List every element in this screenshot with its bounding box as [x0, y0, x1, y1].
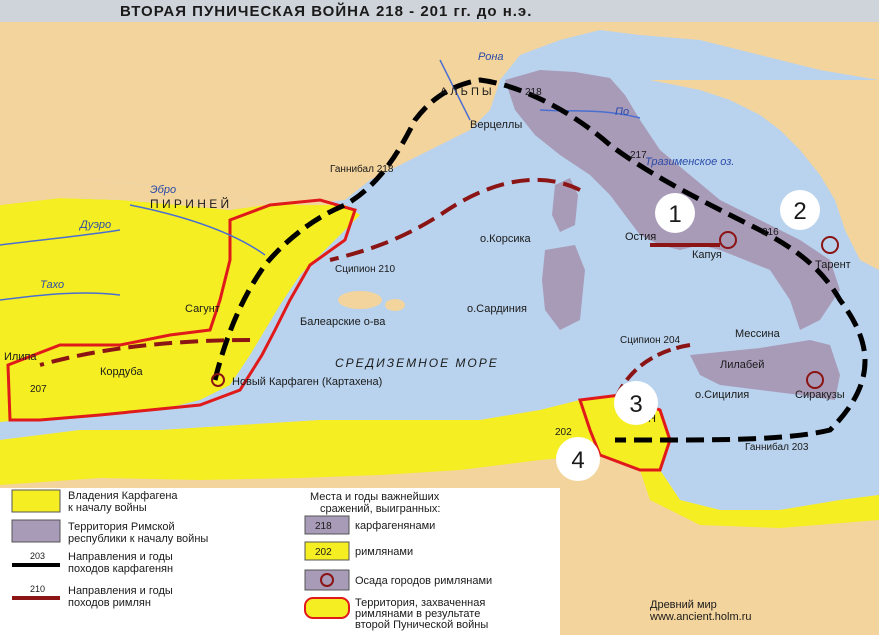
- ostia-label: Остия: [625, 231, 656, 243]
- pyrenees-label: П И Р И Н Е Й: [150, 196, 229, 211]
- legend-siege-swatch: [304, 569, 350, 591]
- legend-captured-line3: второй Пунической войны: [355, 619, 488, 631]
- battle-217-label: 217: [630, 150, 647, 161]
- marker-4: 4: [556, 437, 600, 481]
- battle-216-label: 216: [762, 227, 779, 238]
- legend-battles-header-2: сражений, выигранных:: [320, 503, 440, 515]
- siege-tarentum-icon: [821, 236, 839, 254]
- legend-rome-line2: республики к началу войны: [68, 533, 208, 545]
- legend-carthage-year: 203: [30, 551, 45, 561]
- sardinia-island: [542, 245, 585, 330]
- corduba-label: Кордуба: [100, 366, 143, 378]
- captured-iberia-border: [6, 198, 357, 422]
- roman-iberia-route: [39, 338, 251, 367]
- legend-carthage-route-line2: походов карфагенян: [68, 563, 173, 575]
- ebro-river: [129, 204, 266, 256]
- legend-captured-swatch: [304, 597, 350, 619]
- hannibal-218-label: Ганнибал 218: [330, 163, 394, 175]
- scipio-204-label: Сципион 204: [620, 335, 681, 346]
- legend-siege-text: Осада городов римлянами: [355, 575, 492, 587]
- balkans-land: [650, 80, 879, 270]
- tarentum-label: Тарент: [815, 259, 851, 271]
- duero-label: Дуэро: [78, 219, 111, 231]
- legend-captured-line1: Территория, захваченная: [355, 597, 485, 609]
- siege-syracuse-icon: [806, 371, 824, 389]
- legend-rome-swatch: [11, 519, 61, 543]
- svg-text:2: 2: [793, 198, 806, 225]
- legend-rome-line1: Территория Римской: [68, 521, 175, 533]
- map-title: ВТОРАЯ ПУНИЧЕСКАЯ ВОЙНА 218 - 201 гг. до…: [120, 2, 532, 20]
- credit-line1: Древний мир: [650, 599, 717, 611]
- legend-captured-line2: римлянами в результате: [355, 608, 480, 620]
- ebro-label: Эбро: [150, 184, 176, 196]
- syracuse-label: Сиракузы: [795, 389, 845, 401]
- africa-carthage: [0, 395, 879, 528]
- scipio-210-label: Сципион 210: [335, 264, 396, 275]
- vercellae-label: Верцеллы: [470, 119, 522, 131]
- rhone-river: [439, 59, 471, 121]
- saguntum-label: Сагунт: [185, 303, 220, 315]
- sardinia-label: о.Сардиния: [467, 303, 527, 315]
- legend-carthage-line1: Владения Карфагена: [68, 490, 178, 502]
- battle-202-label: 202: [555, 427, 572, 438]
- lilybaeum-label: Лилабей: [720, 359, 764, 371]
- marker-1: 1: [655, 193, 695, 233]
- legend-battle-carthage-text: карфагенянами: [355, 520, 435, 532]
- credit-line2: www.ancient.holm.ru: [649, 611, 752, 623]
- sicily-island: [690, 340, 840, 400]
- legend-battle-carthage-badge: 218: [315, 521, 332, 532]
- balearic-label: Балеарские о-ва: [300, 316, 386, 328]
- ilipa-label: Илипа: [4, 351, 37, 363]
- legend-carthage-line2: к началу войны: [68, 502, 147, 514]
- iberia-north: [0, 165, 345, 210]
- rhone-label: Рона: [478, 51, 504, 63]
- corsica-island: [552, 178, 578, 232]
- capua-label: Капуя: [692, 249, 722, 261]
- h-mark-label: Н: [648, 413, 656, 425]
- legend-battle-rome-badge: 202: [315, 547, 332, 558]
- new-carthage-icon: [211, 373, 225, 387]
- iberia-carthage: [0, 198, 360, 422]
- legend-siege-icon: [320, 573, 334, 587]
- sicily-label: о.Сицилия: [695, 389, 749, 401]
- legend-panel: [0, 488, 560, 635]
- marker-2: 2: [780, 190, 820, 230]
- svg-text:3: 3: [629, 391, 642, 418]
- messana-label: Мессина: [735, 328, 781, 340]
- scipio-210-route: [329, 177, 581, 262]
- legend-roman-route-line1: Направления и годы: [68, 585, 173, 597]
- svg-text:1: 1: [668, 201, 681, 228]
- legend-carthage-route-line1: Направления и годы: [68, 551, 173, 563]
- legend-roman-year: 210: [30, 584, 45, 594]
- corsica-label: о.Корсика: [480, 233, 532, 245]
- legend-battle-rome-swatch: [304, 541, 350, 561]
- po-label: По: [615, 106, 629, 118]
- duero-river: [0, 229, 121, 246]
- new-carthage-label: Новый Карфаген (Картахена): [232, 376, 382, 388]
- gaul-land: [0, 22, 879, 205]
- svg-text:4: 4: [571, 447, 584, 474]
- hannibal-route: [212, 77, 868, 443]
- sea-label: СРЕДИЗЕМНОЕ МОРЕ: [335, 356, 499, 370]
- tajo-label: Тахо: [40, 279, 64, 291]
- battle-218-label: 218: [525, 87, 542, 98]
- legend-roman-route-line2: походов римлян: [68, 597, 151, 609]
- tajo-river: [0, 292, 121, 301]
- hannibal-203-label: Ганнибал 203: [745, 441, 809, 453]
- legend-carthage-swatch: [11, 489, 61, 513]
- battle-207-label: 207: [30, 384, 47, 395]
- legend-battle-carthage-swatch: [304, 515, 350, 535]
- siege-capua-icon: [719, 231, 737, 249]
- legend-battles-header-1: Места и годы важнейших: [310, 491, 440, 503]
- marker-3: 3: [614, 381, 658, 425]
- legend-battle-rome-text: римлянами: [355, 546, 413, 558]
- trasimene-label: Тразименское оз.: [645, 156, 734, 168]
- alps-label: А Л Ь П Ы: [440, 86, 492, 98]
- balearic-islands: [338, 291, 382, 309]
- po-river: [539, 109, 641, 119]
- title-bar: [0, 0, 879, 22]
